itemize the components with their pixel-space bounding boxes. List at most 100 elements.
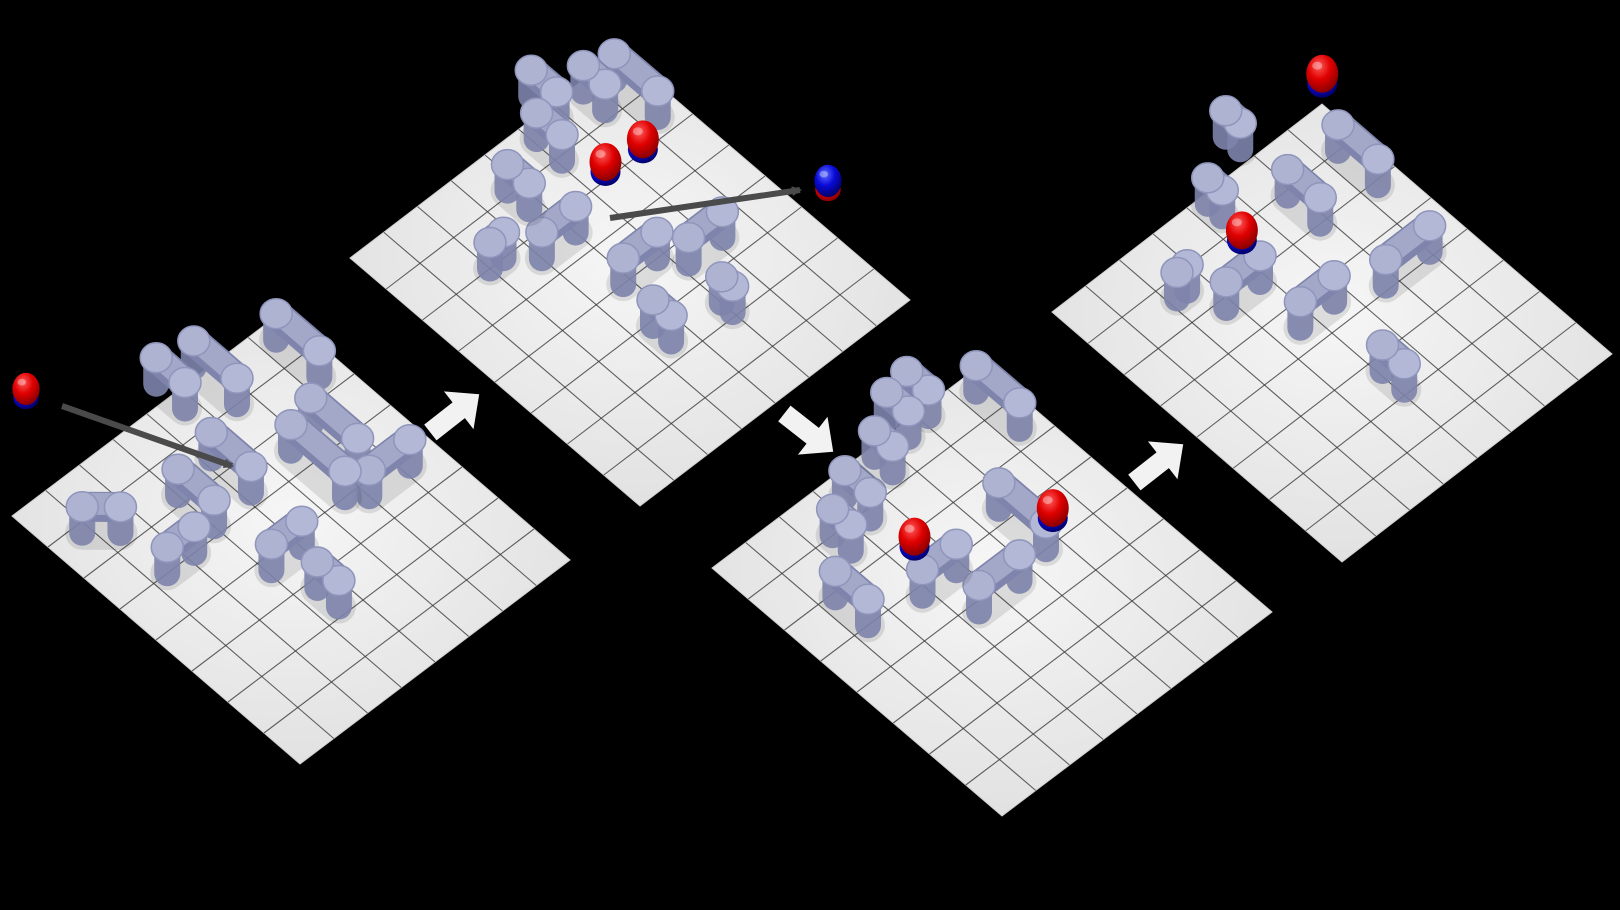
- step-arrow-shape: [1128, 441, 1184, 491]
- particle-red: [1036, 489, 1069, 533]
- particle-red: [1225, 211, 1258, 255]
- particle-top: [898, 517, 931, 556]
- bond-end-cap: [545, 119, 579, 151]
- bond-cylinder: [1190, 162, 1240, 234]
- particle-gloss: [17, 378, 26, 386]
- particle-blue: [814, 164, 842, 202]
- bond-cylinder: [1208, 94, 1258, 167]
- bond-end-cap: [1191, 162, 1225, 194]
- bond-end-cap: [150, 531, 184, 564]
- bond-end-cap: [857, 415, 892, 447]
- bond-cylinder: [1270, 153, 1338, 241]
- bond-end-cap: [1369, 243, 1403, 276]
- bond-cylinder: [857, 415, 910, 490]
- bond-end-cap: [1321, 109, 1355, 141]
- bond-end-cap: [939, 528, 973, 561]
- bond-end-cap: [302, 335, 337, 367]
- bond-end-cap: [815, 493, 850, 525]
- grid-line: [965, 580, 1237, 786]
- bond-end-cap: [177, 325, 211, 357]
- bond-end-cap: [962, 569, 996, 602]
- bond-cylinder: [959, 349, 1037, 446]
- bond-end-cap: [525, 216, 559, 248]
- outgoing-vector-arrow: [609, 186, 802, 221]
- bond-end-cap: [870, 376, 904, 409]
- bond-end-cap: [328, 455, 362, 487]
- particle-red: [1306, 54, 1339, 98]
- bond-cylinder: [274, 408, 362, 515]
- bond-end-cap: [294, 382, 328, 414]
- bond-end-cap: [512, 167, 546, 199]
- bond-end-cap: [103, 491, 138, 523]
- bond-cylinder: [473, 216, 521, 286]
- bond-cylinder: [176, 325, 254, 422]
- bond-end-cap: [911, 374, 946, 406]
- particle-top: [1225, 211, 1258, 250]
- bond-end-cap: [490, 148, 525, 181]
- bond-end-cap: [340, 422, 375, 455]
- bond-cylinder: [1283, 260, 1352, 345]
- bond-end-cap: [1160, 256, 1194, 289]
- bond-cylinder: [259, 297, 337, 394]
- bond-end-cap: [539, 76, 574, 108]
- bond-end-cap: [641, 75, 675, 107]
- particle-red: [12, 372, 40, 410]
- bond-cylinder: [1160, 249, 1205, 316]
- step-arrow-shape: [778, 405, 834, 455]
- bond-end-cap: [1002, 539, 1037, 571]
- particle-gloss: [632, 127, 643, 136]
- bond-end-cap: [1209, 94, 1243, 127]
- particle-top: [1036, 489, 1069, 528]
- bond-end-cap: [558, 190, 593, 223]
- bond-end-cap: [139, 342, 173, 374]
- bond-end-cap: [234, 450, 268, 483]
- grid-line: [112, 439, 402, 688]
- bond-cylinder: [139, 342, 203, 426]
- grid-line: [603, 268, 875, 476]
- bond-end-cap: [514, 54, 548, 86]
- bond-cylinder: [869, 376, 926, 455]
- bond-cylinder: [818, 555, 885, 643]
- bond-end-cap: [393, 423, 427, 456]
- grid-line: [1085, 285, 1377, 537]
- bond-end-cap: [1387, 348, 1421, 380]
- bond-cylinder: [519, 97, 579, 178]
- bond-end-cap: [636, 284, 670, 316]
- grid-line: [1305, 322, 1577, 532]
- bond-cylinder: [905, 528, 974, 613]
- bond-cylinder: [1365, 329, 1422, 407]
- grid-line: [929, 549, 1200, 755]
- bond-end-cap: [982, 467, 1016, 499]
- grid-line: [892, 518, 1164, 724]
- bond-end-cap: [1209, 266, 1243, 298]
- bond-end-cap: [322, 564, 356, 597]
- bond-end-cap: [851, 583, 885, 616]
- step-arrow: [1128, 441, 1184, 491]
- bond-cylinder: [65, 491, 138, 550]
- bond-end-cap: [1317, 260, 1351, 292]
- bond-end-cap: [1283, 286, 1318, 318]
- step-arrow: [778, 405, 834, 455]
- bond-end-cap: [959, 349, 993, 382]
- bond-end-cap: [285, 505, 319, 538]
- bond-end-cap: [473, 226, 507, 259]
- particle-top: [12, 372, 40, 406]
- bond-end-cap: [177, 511, 211, 543]
- incident-vector-arrow: [61, 403, 234, 469]
- bond-end-cap: [705, 261, 739, 293]
- grid-line: [1232, 259, 1504, 469]
- grid-line: [417, 206, 708, 455]
- bond-end-cap: [197, 484, 231, 517]
- bond-end-cap: [1270, 153, 1305, 186]
- particle-red: [589, 142, 622, 186]
- bond-end-cap: [220, 362, 254, 394]
- bond-end-cap: [890, 355, 924, 388]
- bond-end-cap: [640, 216, 674, 249]
- particle-gloss: [1231, 218, 1242, 227]
- bond-end-cap: [161, 453, 195, 486]
- bond-cylinder: [606, 216, 674, 302]
- grid-line: [383, 231, 675, 481]
- bond-cylinder: [962, 539, 1037, 629]
- grid-line: [227, 497, 499, 703]
- bond-end-cap: [853, 476, 887, 509]
